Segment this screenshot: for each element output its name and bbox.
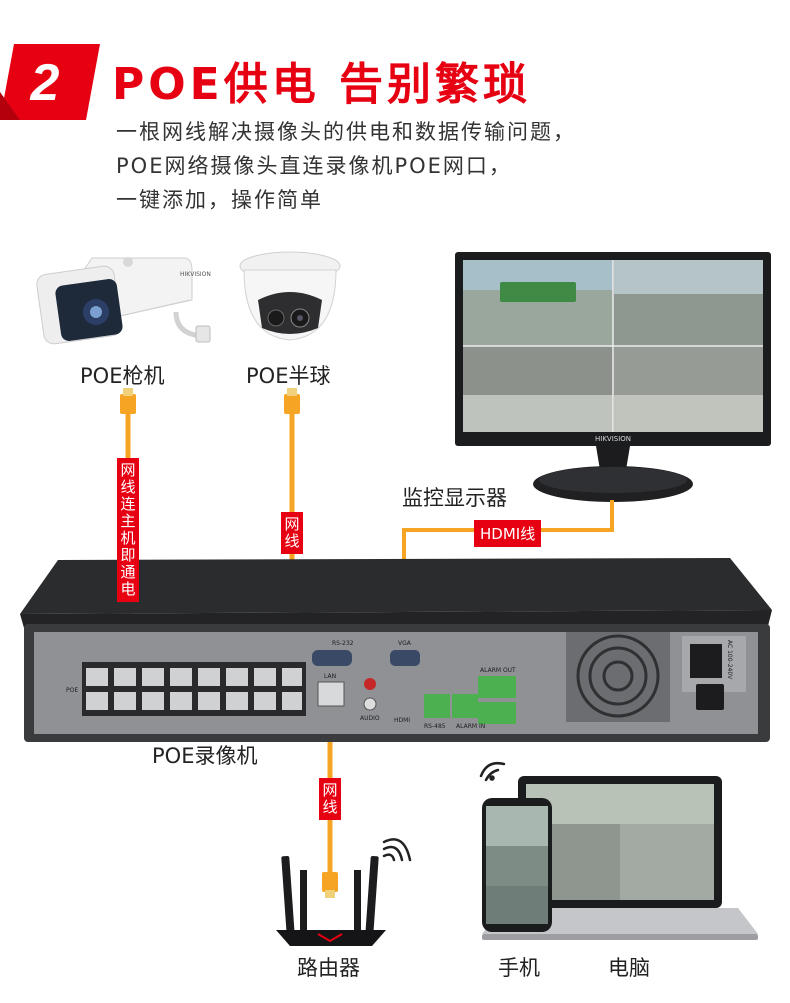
monitor-brand-logo: HIKVISION [595, 435, 631, 443]
number-badge [0, 44, 100, 120]
monitor [455, 252, 771, 502]
bullet-camera [36, 257, 211, 345]
nvr-label: POE录像机 [152, 744, 258, 768]
bullet-camera-label: POE枪机 [80, 364, 165, 388]
wifi-icon [382, 838, 412, 862]
camera-brand-logo: HIKVISION [180, 271, 211, 278]
badge-fold [0, 92, 20, 120]
phone-label: 手机 [498, 956, 540, 980]
port-alarm-in-label: ALARM IN [456, 723, 485, 730]
description-line-2: POE网络摄像头直连录像机POE网口， [116, 154, 512, 178]
power-label: AC 100-240V [726, 640, 733, 680]
port-poe-label: POE [66, 687, 78, 694]
port-rs232-label: RS-232 [332, 640, 354, 647]
port-lan-label: LAN [324, 673, 336, 680]
page-title: POE供电 告别繁琐 [112, 59, 532, 110]
nvr-recorder [20, 558, 772, 742]
router-cable-tag: 网线 [319, 778, 341, 820]
port-vga-label: VGA [398, 640, 412, 647]
port-alarm-out-label: ALARM OUT [480, 667, 516, 674]
smartphone [482, 798, 552, 932]
dome-camera [239, 251, 341, 341]
description-line-3: 一键添加，操作简单 [116, 188, 323, 212]
router-label: 路由器 [297, 956, 360, 980]
signal-icon [479, 762, 506, 782]
dome-camera-label: POE半球 [246, 364, 331, 388]
port-hdmi-label: HDMI [394, 717, 410, 724]
router [276, 855, 386, 946]
section-number: 2 [30, 54, 60, 112]
port-rs485-label: RS-485 [424, 723, 446, 730]
port-audio-label: AUDIO [360, 715, 380, 722]
hdmi-cable-tag: HDMI线 [474, 520, 542, 547]
camera1-cable-tag: 网线连主机即通电 [117, 458, 139, 602]
computer-label: 电脑 [608, 956, 650, 980]
camera2-cable-tag: 网线 [281, 512, 303, 554]
monitor-label: 监控显示器 [402, 486, 507, 510]
description-line-1: 一根网线解决摄像头的供电和数据传输问题， [116, 120, 576, 144]
